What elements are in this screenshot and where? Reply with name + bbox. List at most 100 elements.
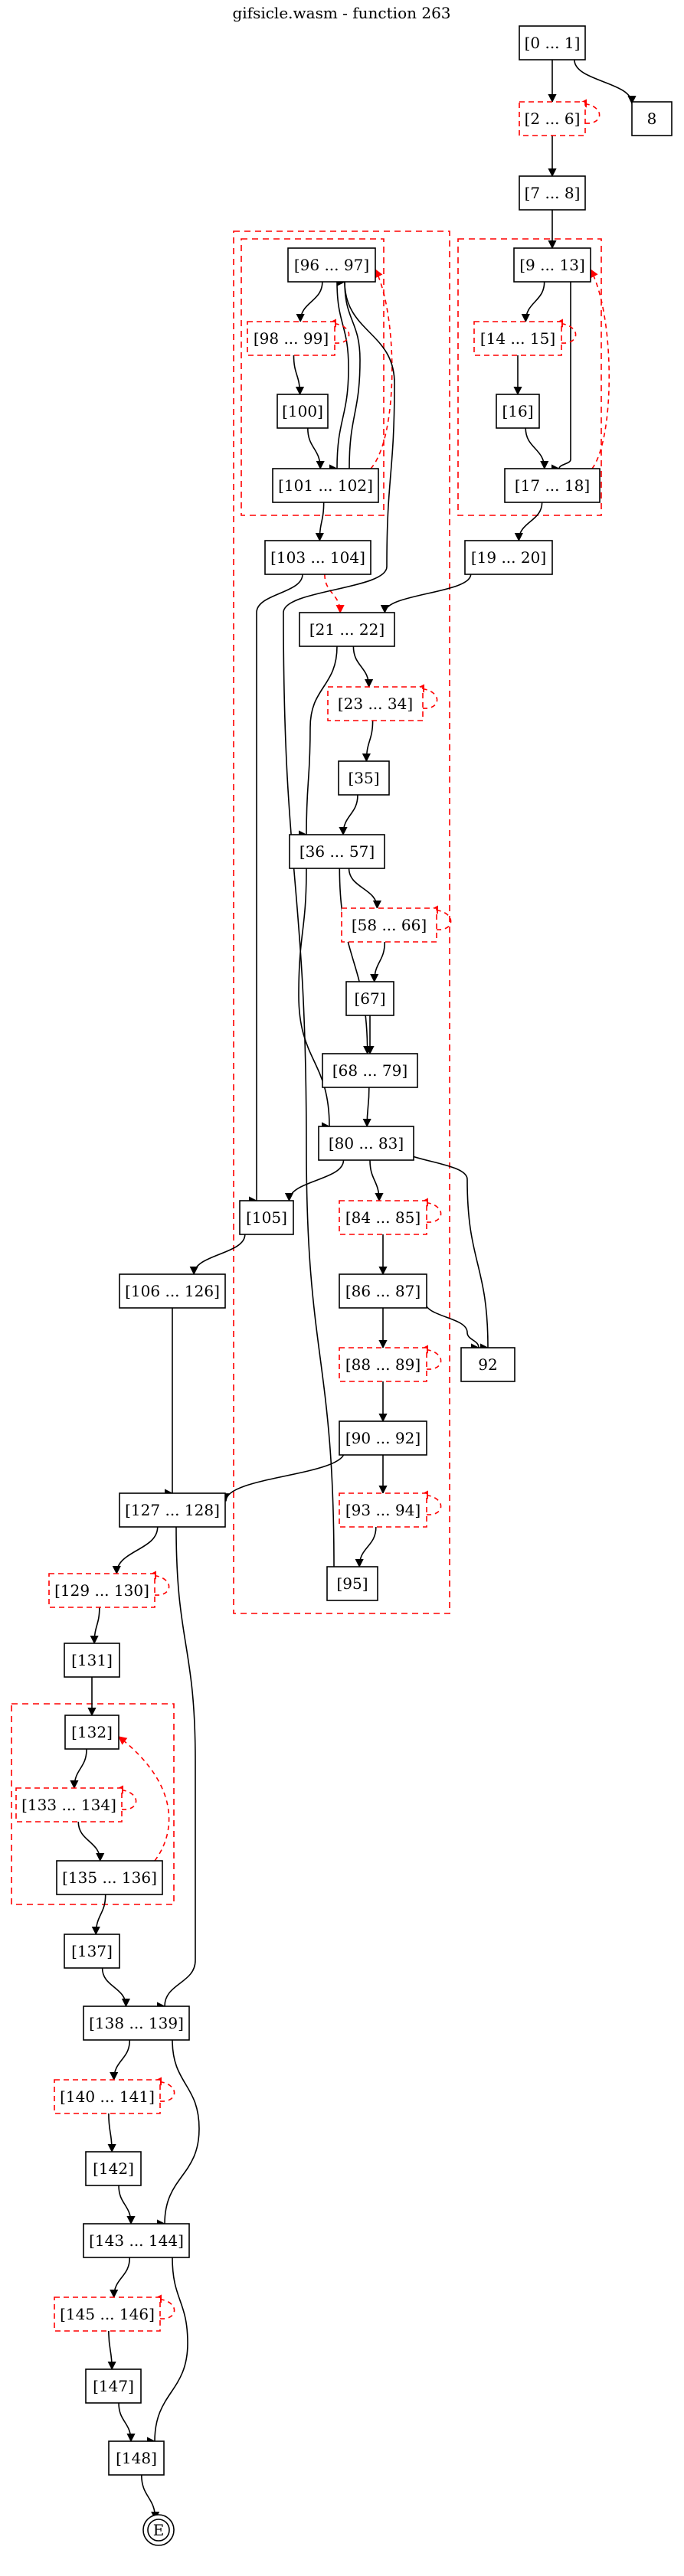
- edge-n133-to-n133: [114, 1785, 137, 1810]
- node-box: [345, 981, 394, 1016]
- node-n100: [100]: [277, 394, 329, 429]
- node-label: [36 ... 57]: [299, 842, 375, 861]
- edge-n129-to-n131: [90, 1607, 100, 1645]
- edge-n127-to-n138: [160, 1526, 196, 2008]
- node-n131: [131]: [64, 1643, 120, 1678]
- node-label: [105]: [246, 1208, 287, 1227]
- node-n106: [106 ... 126]: [119, 1273, 226, 1309]
- node-label: [58 ... 66]: [352, 916, 427, 934]
- edge-n36-to-n80: [298, 868, 334, 1128]
- node-box: [119, 1492, 226, 1528]
- node-box: [54, 2079, 161, 2114]
- edge-n142-to-n143: [118, 2185, 136, 2225]
- node-n19: [19 ... 20]: [464, 540, 553, 575]
- node-n0: [0 ... 1]: [519, 25, 586, 60]
- edge-n147-to-n148: [118, 2402, 136, 2443]
- edge-n96-to-n101: [332, 281, 349, 470]
- node-label: [84 ... 85]: [345, 1208, 421, 1227]
- edge-n135-to-n137: [91, 1894, 106, 1936]
- node-label: [68 ... 79]: [332, 1061, 407, 1080]
- edge-n23-to-n35: [362, 720, 374, 763]
- node-n17: [17 ... 18]: [504, 468, 601, 503]
- edge-n84-to-n84: [419, 1198, 442, 1223]
- node-n92: 92: [460, 1347, 515, 1382]
- node-box: [318, 1126, 414, 1161]
- node-box: [513, 247, 591, 283]
- edge-n127-to-n129: [112, 1526, 159, 1575]
- node-box: [239, 1200, 294, 1235]
- node-n132: [132]: [64, 1715, 119, 1750]
- edge-n132-to-n133: [70, 1748, 87, 1790]
- edge-n58-to-n58: [429, 905, 452, 930]
- node-label: [106 ... 126]: [125, 1282, 220, 1300]
- edge-n95-to-n96: [283, 277, 395, 1568]
- edge-n93-to-n95: [355, 1526, 377, 1568]
- node-exit: E: [142, 2514, 175, 2546]
- node-n8: 8: [631, 101, 673, 136]
- edge-n86-to-n92: [424, 1301, 487, 1352]
- node-n86: [86 ... 87]: [339, 1273, 427, 1309]
- node-box: [631, 101, 673, 136]
- edge-n133-to-n135: [77, 1821, 105, 1862]
- node-label: [127 ... 128]: [125, 1501, 220, 1519]
- node-box: [341, 907, 437, 943]
- node-n35: [35]: [338, 760, 390, 796]
- node-box: [56, 1860, 163, 1895]
- node-label: [137]: [71, 1942, 113, 1960]
- node-label: 92: [478, 1355, 497, 1374]
- node-box: [299, 612, 395, 647]
- node-n21: [21 ... 22]: [299, 612, 395, 647]
- node-box: [473, 321, 562, 356]
- edge-n103-to-n105: [252, 574, 303, 1202]
- node-n101: [101 ... 102]: [272, 468, 379, 503]
- edge-n98-to-n100: [293, 355, 305, 396]
- node-label: [80 ... 83]: [329, 1134, 404, 1152]
- node-n67: [67]: [345, 981, 394, 1016]
- node-n142: [142]: [85, 2151, 142, 2186]
- edge-n14-to-n14: [554, 319, 577, 344]
- node-box: [519, 101, 586, 136]
- node-label: [16]: [502, 402, 533, 420]
- node-box: [54, 2296, 161, 2332]
- edge-n36-to-n58: [348, 868, 382, 910]
- edge-n98-to-n98: [327, 319, 350, 344]
- node-n16: [16]: [496, 394, 540, 429]
- edge-n21-to-n23: [352, 646, 374, 688]
- edge-n138-to-n140: [110, 2039, 131, 2081]
- edge-n17-to-n9: [590, 269, 610, 469]
- node-n96: [96 ... 97]: [287, 247, 376, 283]
- node-label: [0 ... 1]: [525, 34, 581, 52]
- node-box: [64, 1643, 120, 1678]
- edge-n17-to-n19: [514, 502, 543, 542]
- node-label: [142]: [93, 2159, 134, 2178]
- node-label: [96 ... 97]: [294, 256, 369, 274]
- node-n9: [9 ... 13]: [513, 247, 591, 283]
- edge-n148-to-exit: [140, 2474, 160, 2521]
- node-label: [101 ... 102]: [278, 476, 373, 495]
- edge-n2-to-n2: [578, 99, 601, 124]
- node-box: [519, 25, 586, 60]
- edge-n145-to-n145: [152, 2294, 175, 2319]
- node-box: [108, 2440, 165, 2476]
- node-label: [17 ... 18]: [515, 476, 590, 495]
- node-box: [339, 1492, 427, 1528]
- node-label: [2 ... 6]: [525, 110, 581, 128]
- node-n95: [95]: [326, 1566, 378, 1601]
- node-label: [133 ... 134]: [21, 1796, 116, 1814]
- exit-node-inner-ring: [147, 2519, 170, 2542]
- node-n80: [80 ... 83]: [318, 1126, 414, 1161]
- node-n23: [23 ... 34]: [327, 686, 424, 721]
- node-label: [35]: [348, 769, 379, 787]
- cluster-loop-132-136: [11, 1703, 175, 1905]
- nodes: [0 ... 1][2 ... 6]8[7 ... 8][9 ... 13][1…: [15, 25, 673, 2546]
- node-n2: [2 ... 6]: [519, 101, 586, 136]
- node-label: [14 ... 15]: [480, 329, 555, 348]
- edge-n103-to-n21: [324, 574, 345, 614]
- edge-n143-to-n145: [110, 2257, 131, 2299]
- node-n36: [36 ... 57]: [289, 834, 385, 869]
- node-box: [339, 1420, 427, 1456]
- node-box: [15, 1787, 123, 1822]
- node-n138: [138 ... 139]: [83, 2006, 190, 2041]
- edge-n80-to-n84: [369, 1159, 384, 1202]
- edge-n80-to-n105: [284, 1159, 345, 1202]
